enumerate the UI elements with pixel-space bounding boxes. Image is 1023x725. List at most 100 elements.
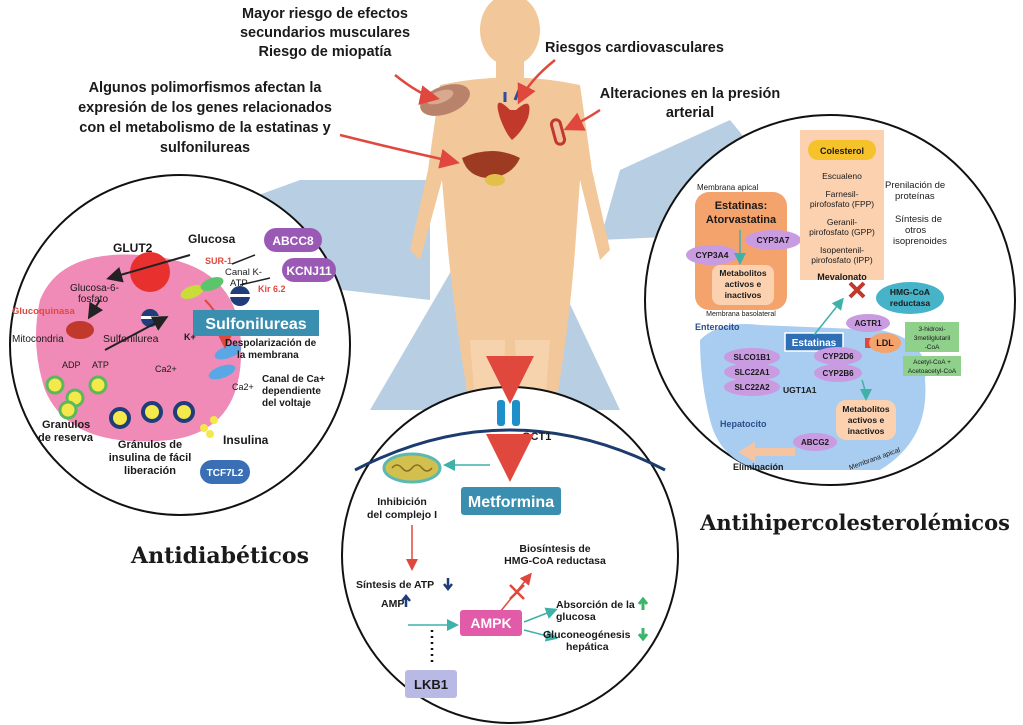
acetyl-line1: Acetyl-CoA + <box>913 359 951 366</box>
escualeno-label: Escualeno <box>822 171 862 181</box>
membrana-basolateral-label: Membrana basolateral <box>706 311 776 318</box>
canalk-line2: ATP <box>230 278 248 289</box>
abcc8-badge <box>264 228 322 252</box>
mitocondria-label: Mitocondria <box>12 334 64 345</box>
amp-label: AMP <box>381 598 404 610</box>
antidiabetics-panel: ABCC8 KCNJ11 GLUT2 Glucosa SUR-1 Canal K… <box>9 174 351 516</box>
canal-ca-line2: dependiente <box>262 386 321 397</box>
estatinas-line2: Atorvastatina <box>706 214 777 226</box>
ldl-label: LDL <box>876 338 894 348</box>
gpp-line2: pirofosfato (GPP) <box>809 227 875 237</box>
ipp-line2: pirofosfato (IPP) <box>811 255 873 265</box>
granulos-line1: Granulos <box>42 419 90 431</box>
acetyl-line2: Acetoacetyl-CoA <box>908 368 957 375</box>
poly-line2: expresión de los genes relacionados <box>78 100 332 116</box>
membrana-apical-label: Membrana apical <box>697 183 759 192</box>
sulfonilurea-small-label: Sulfonilurea <box>103 333 159 345</box>
ca-in-label: Ca2+ <box>155 364 177 374</box>
poly-line3: con el metabolismo de la estatinas y <box>79 120 330 136</box>
sintesis-atp-label: Síntesis de ATP <box>356 579 434 591</box>
metab2-line2: activos e <box>848 415 885 425</box>
cardio-text: Riesgos cardiovasculares <box>545 40 724 56</box>
estatinas-box-label: Estatinas <box>792 338 837 349</box>
muscle-line1: Mayor riesgo de efectos <box>242 6 408 22</box>
enterocito-label: Enterocito <box>695 322 740 332</box>
hepatocito-label: Hepatocito <box>720 419 767 429</box>
statin-panel: Membrana apical Estatinas: Atorvastatina… <box>644 114 1016 486</box>
inhib-line2: del complejo I <box>367 509 437 521</box>
abcg2-label: ABCG2 <box>801 438 830 447</box>
sulfonilureas-box <box>193 310 319 336</box>
biosint-line2: HMG-CoA reductasa <box>504 555 606 567</box>
pressure-line1: Alteraciones en la presión <box>600 86 781 102</box>
beta-cell <box>36 254 242 442</box>
granulos-line2: de reserva <box>38 432 94 444</box>
arrow-pressure <box>563 108 601 131</box>
sint-line3: isoprenoides <box>893 236 947 247</box>
artery-icon <box>549 118 567 146</box>
hmg-line2: reductasa <box>890 298 930 308</box>
metab-line2: activos e <box>725 279 762 289</box>
prenil-line2: proteínas <box>895 191 935 202</box>
gpp-line1: Geranil- <box>827 217 857 227</box>
readily-releasable-granules <box>109 401 218 438</box>
gluconeo-line1: Gluconeogénesis <box>543 629 631 641</box>
metformina-box <box>461 487 561 515</box>
absorcion-line1: Absorción de la <box>556 599 635 611</box>
sint-line1: Síntesis de <box>895 214 942 225</box>
metab2-line3: inactivos <box>848 426 885 436</box>
sint-line2: otros <box>905 225 926 236</box>
slc22a1-label: SLC22A1 <box>734 368 770 377</box>
insulina-label: Insulina <box>223 433 269 447</box>
hidroxi-line3: -CoA <box>925 344 940 351</box>
tcf7l2-badge <box>200 460 250 484</box>
poly-line4: sulfonilureas <box>160 140 250 156</box>
slc22a2-label: SLC22A2 <box>734 383 770 392</box>
despol-line1: Despolarización de <box>225 338 317 349</box>
lkb1-box <box>405 670 457 698</box>
facil-line2: insulina de fácil <box>109 452 192 464</box>
reserve-granules <box>45 375 108 420</box>
pressure-line2: arterial <box>666 105 714 121</box>
glucoquinasa-label: Glucoquinasa <box>12 306 76 317</box>
arrow-cardio <box>517 59 556 105</box>
canalk-line1: Canal K- <box>225 267 262 278</box>
inhib-line1: Inhibición <box>377 496 427 508</box>
metab-line1: Metabolitos <box>719 268 766 278</box>
cyp2d6-label: CYP2D6 <box>822 352 854 361</box>
colesterol-label: Colesterol <box>820 146 864 156</box>
facil-line1: Gránulos de <box>118 439 182 451</box>
ampk-box <box>460 610 522 636</box>
acetyl-box <box>903 356 961 376</box>
ipp-line1: Isopentenil- <box>820 245 864 255</box>
antihiper-title: Antihipercolesterolémicos <box>699 510 1010 535</box>
facil-line3: liberación <box>124 465 176 477</box>
canal-ca-line3: del voltaje <box>262 398 311 409</box>
cyp3a4-label: CYP3A4 <box>695 250 728 260</box>
metab2-line1: Metabolitos <box>842 404 889 414</box>
eliminacion-label: Eliminación <box>733 462 784 472</box>
mitochondrion <box>66 321 94 339</box>
liver-icon <box>462 151 520 186</box>
lkb1-label: LKB1 <box>414 677 448 692</box>
g6p-line2: fosfato <box>78 294 108 305</box>
tcf7l2-label: TCF7L2 <box>207 468 244 479</box>
canal-ca-line1: Canal de Ca+ <box>262 374 325 385</box>
kplus-label: K+ <box>184 332 196 342</box>
gluconeo-line2: hepática <box>566 641 609 653</box>
absorcion-line2: glucosa <box>556 611 596 623</box>
poly-line1: Algunos polimorfismos afectan la <box>89 80 323 96</box>
mevalonato-label: Mevalonato <box>817 272 867 282</box>
adp-label: ADP <box>62 360 81 370</box>
prenil-line1: Prenilación de <box>885 180 945 191</box>
fpp-line1: Farnesil- <box>825 189 858 199</box>
estatinas-box <box>784 332 844 352</box>
kcnj11-label: KCNJ11 <box>286 264 332 278</box>
sur1-label: SUR-1 <box>205 256 232 266</box>
muscle-line3: Riesgo de miopatía <box>259 44 393 60</box>
metab-line3: inactivos <box>725 290 762 300</box>
abcc8-label: ABCC8 <box>272 234 314 248</box>
metformina-title: Metformina <box>468 494 554 511</box>
arrow-muscle <box>394 74 440 105</box>
